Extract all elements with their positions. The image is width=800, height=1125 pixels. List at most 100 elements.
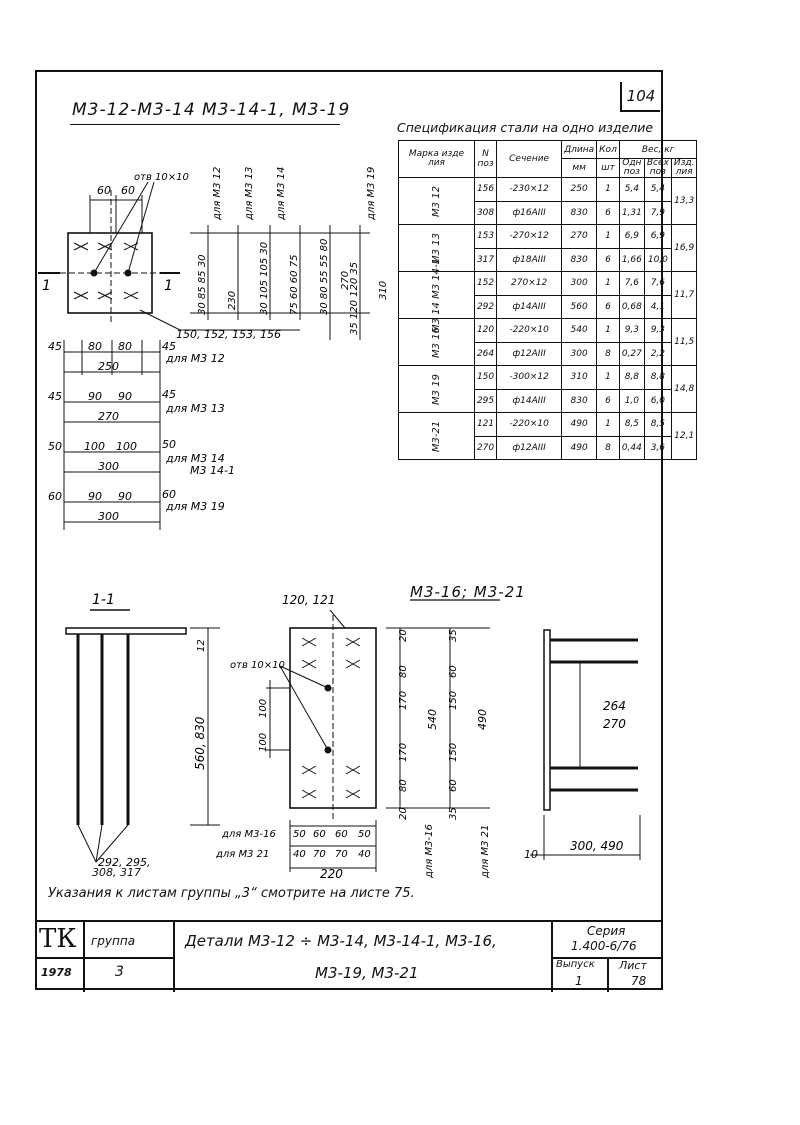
v2-total: 270 <box>98 410 119 423</box>
v3-total: 300 <box>98 460 119 473</box>
side-dim2: 270 <box>603 717 626 731</box>
spec-cell-total: 11,5 <box>670 318 698 366</box>
row1-3: 50 <box>358 829 371 840</box>
name-line1: Детали М3-12 ÷ М3-14, М3-14-1, М3-16, <box>185 932 497 950</box>
m316-plan-drawing: 120, 121 отв 10×10 100 100 20 80 170 170… <box>215 593 500 881</box>
spec-cell-pos: 150 <box>473 365 498 390</box>
sheet-label: Лист <box>619 959 647 972</box>
spec-mark: М3 14 М3 14-1 <box>430 257 442 333</box>
vdim-270: 270 <box>340 271 351 290</box>
v3-label: для М3 14 <box>165 452 225 465</box>
spec-cell-w_all: 7,6 <box>643 271 672 296</box>
spec-cell-w_one: 1,31 <box>618 200 645 225</box>
spec-cell-length: 830 <box>561 247 598 272</box>
spec-cell-length: 490 <box>561 412 598 437</box>
spec-cell-w_all: 10,0 <box>643 247 672 272</box>
v3-in2: 100 <box>116 440 137 453</box>
spec-cell-w_all: 7,9 <box>643 200 672 225</box>
vdim-b: 30 105 105 30 <box>259 242 270 315</box>
vlabel-2: для М3 13 <box>244 167 255 221</box>
c2-1: 60 <box>448 665 459 678</box>
spec-cell-pos: 121 <box>473 412 498 437</box>
spec-cell-total: 14,8 <box>670 365 698 413</box>
section-pos: 292, 295, <box>98 856 150 869</box>
spec-cell-w_one: 8,5 <box>618 412 645 437</box>
spec-cell-section: ф16АIII <box>496 200 563 225</box>
drawing-title: М3-12-М3-14 М3-14-1, М3-19 <box>72 100 351 120</box>
spec-cell-section: ф14АIII <box>496 388 563 413</box>
vdim-d: 30 80 55 55 80 <box>319 239 330 315</box>
side-edge: 10 <box>524 848 538 861</box>
section-mark-left: 1 <box>42 278 51 294</box>
spec-cell-w_one: 1,0 <box>618 388 645 413</box>
v2-in2: 90 <box>118 390 132 403</box>
th-length: Длина <box>561 140 598 159</box>
spec-cell-qty: 1 <box>596 177 620 202</box>
c1-0: 20 <box>398 629 409 642</box>
vdim-c: 75 60 60 75 <box>289 255 300 315</box>
vdim-a: 30 85 85 30 <box>197 255 208 315</box>
v1-total: 250 <box>98 360 119 373</box>
plate-plan-drawing: 60 60 отв 10×10 150, 152, 153, 156 1 1 д… <box>38 167 389 530</box>
spec-cell-length: 250 <box>561 177 598 202</box>
c1-3: 170 <box>398 743 409 762</box>
v4-total: 300 <box>98 510 119 523</box>
m316-pos: 120, 121 <box>282 593 335 607</box>
spec-cell-w_one: 8,8 <box>618 365 645 390</box>
spec-cell-qty: 8 <box>596 341 620 366</box>
spec-cell-qty: 1 <box>596 224 620 249</box>
spec-cell-section: ф12АIII <box>496 435 563 460</box>
spec-cell-length: 310 <box>561 365 598 390</box>
section-1-1-drawing: 1-1 12 560, 830 292, 295, <box>65 592 220 869</box>
v2-edge: 45 <box>48 390 62 403</box>
c2-4: 60 <box>448 779 459 792</box>
v1-edge: 45 <box>48 340 62 353</box>
spec-mark: М3 12 <box>430 185 442 217</box>
c1-4: 80 <box>398 779 409 792</box>
spec-cell-pos: 152 <box>473 271 498 296</box>
vdim-e: 35 120 120 35 <box>349 262 360 335</box>
th-qty: Кол <box>596 140 620 159</box>
spec-cell-pos: 120 <box>473 318 498 343</box>
spec-cell-pos: 317 <box>473 247 498 272</box>
m316-title: М3-16; М3-21 <box>410 583 526 601</box>
side-bottom: 300, 490 <box>570 839 624 853</box>
spec-cell-length: 560 <box>561 294 598 319</box>
spec-cell-w_all: 6,0 <box>643 388 672 413</box>
row2-2: 70 <box>335 849 348 860</box>
spec-cell-pos: 264 <box>473 341 498 366</box>
section-mark-right: 1 <box>164 278 173 294</box>
spec-cell-pos: 295 <box>473 388 498 413</box>
sheet-value: 78 <box>631 974 647 988</box>
spec-cell-w_all: 6,9 <box>643 224 672 249</box>
plan-pos-label: 150, 152, 153, 156 <box>176 328 281 341</box>
spec-cell-w_all: 8,8 <box>643 365 672 390</box>
spec-cell-pos: 308 <box>473 200 498 225</box>
v4-label: для М3 19 <box>165 500 225 513</box>
vlabel-4: для М3 19 <box>366 167 377 221</box>
row1-label: для М3-16 <box>221 829 276 840</box>
spec-cell-w_one: 9,3 <box>618 318 645 343</box>
m316-vlabel1: для М3-16 <box>424 824 435 879</box>
spec-cell-length: 300 <box>561 271 598 296</box>
vlabel-1: для М3 12 <box>212 167 223 221</box>
row2-1: 70 <box>313 849 326 860</box>
spec-cell-qty: 1 <box>596 318 620 343</box>
row2-3: 40 <box>358 849 371 860</box>
th-section: Сечение <box>496 140 563 178</box>
title-block: ТК группа 1978 3 Детали М3-12 ÷ М3-14, М… <box>35 920 663 992</box>
v2-edge-r: 45 <box>162 388 176 401</box>
spec-cell-qty: 6 <box>596 200 620 225</box>
spec-cell-length: 300 <box>561 341 598 366</box>
spec-cell-pos: 270 <box>473 435 498 460</box>
spec-mark: М3 19 <box>430 373 442 405</box>
vdim-230: 230 <box>227 291 238 310</box>
spec-cell-section: ф14АIII <box>496 294 563 319</box>
spec-table: Марка изде лия N поз Сечение Длина Кол В… <box>398 140 698 460</box>
